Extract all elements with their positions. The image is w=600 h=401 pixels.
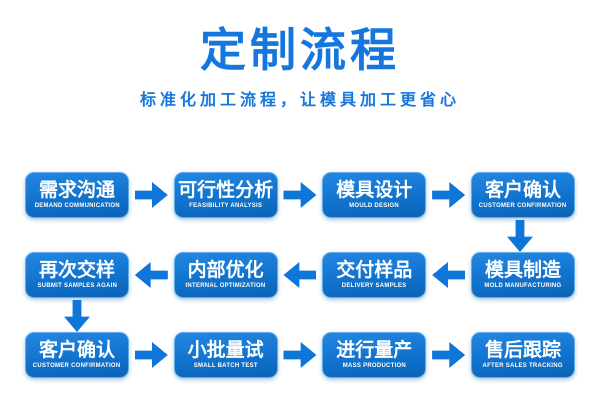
step-label-cn: 模具制造 xyxy=(484,259,561,281)
arrow-right-icon xyxy=(432,182,466,208)
step-label-en: INTERNAL OPTIMIZATION xyxy=(185,282,266,290)
step-label-cn: 客户确认 xyxy=(38,339,115,361)
step-label-cn: 进行量产 xyxy=(336,339,413,361)
step-label-en: CUSTOMER CONFIRMATION xyxy=(33,362,121,370)
step-label-en: DEMAND COMMUNICATION xyxy=(34,202,120,210)
step-label-cn: 售后跟踪 xyxy=(484,339,561,361)
arrow-down-icon xyxy=(507,220,533,252)
step-label-en: FEASIBILITY ANALYSIS xyxy=(189,202,263,210)
flow-step-delivery-samples: 交付样品 DELIVERY SAMPLES xyxy=(322,252,427,298)
step-label-en: MOLD MANUFACTURING xyxy=(484,282,562,290)
step-label-cn: 小批量试 xyxy=(187,339,264,361)
arrow-left-icon xyxy=(134,262,168,288)
flow-step-mold-manufacturing: 模具制造 MOLD MANUFACTURING xyxy=(470,252,575,298)
step-label-en: DELIVERY SAMPLES xyxy=(342,282,407,290)
flow-step-small-batch-test: 小批量试 SMALL BATCH TEST xyxy=(173,332,278,378)
arrow-right-icon xyxy=(134,182,168,208)
flow-step-demand-communication: 需求沟通 DEMAND COMMUNICATION xyxy=(25,172,129,218)
step-label-cn: 内部优化 xyxy=(187,259,264,281)
flow-step-mould-design: 模具设计 MOULD DESIGN xyxy=(322,172,427,218)
step-label-cn: 再次交样 xyxy=(38,259,115,281)
flow-row-3: 客户确认 CUSTOMER CONFIRMATION 小批量试 SMALL BA… xyxy=(25,332,575,378)
arrow-right-icon xyxy=(283,182,317,208)
step-label-en: SMALL BATCH TEST xyxy=(193,362,258,370)
step-label-en: MOULD DESIGN xyxy=(349,202,400,210)
step-label-en: CUSTOMER CONFIRMATION xyxy=(479,202,567,210)
flow-step-customer-confirmation-first: 客户确认 CUSTOMER CONFIRMATION xyxy=(470,172,575,218)
arrow-down-icon xyxy=(64,300,90,332)
flow-step-internal-optimization: 内部优化 INTERNAL OPTIMIZATION xyxy=(173,252,278,298)
step-label-cn: 交付样品 xyxy=(336,259,413,281)
arrow-left-icon xyxy=(283,262,317,288)
step-label-en: SUBMIT SAMPLES AGAIN xyxy=(37,282,117,290)
step-label-en: MASS PRODUCTION xyxy=(342,362,406,370)
step-label-cn: 可行性分析 xyxy=(178,179,274,201)
flow-step-feasibility-analysis: 可行性分析 FEASIBILITY ANALYSIS xyxy=(173,172,278,218)
arrow-right-icon xyxy=(432,342,466,368)
arrow-right-icon xyxy=(134,342,168,368)
flow-step-mass-production: 进行量产 MASS PRODUCTION xyxy=(322,332,427,378)
flow-step-after-sales-tracking: 售后跟踪 AFTER SALES TRACKING xyxy=(470,332,575,378)
step-label-cn: 模具设计 xyxy=(336,179,413,201)
flow-row-1: 需求沟通 DEMAND COMMUNICATION 可行性分析 FEASIBIL… xyxy=(25,172,575,218)
page-subtitle: 标准化加工流程，让模具加工更省心 xyxy=(139,92,460,109)
step-label-cn: 需求沟通 xyxy=(38,179,115,201)
flow-row-2: 再次交样 SUBMIT SAMPLES AGAIN 内部优化 INTERNAL … xyxy=(25,252,575,298)
flow-step-submit-samples-again: 再次交样 SUBMIT SAMPLES AGAIN xyxy=(25,252,129,298)
step-label-en: AFTER SALES TRACKING xyxy=(482,362,564,370)
arrow-left-icon xyxy=(432,262,466,288)
arrow-right-icon xyxy=(283,342,317,368)
page-title: 定制流程 xyxy=(200,24,400,76)
flow-step-customer-confirmation-second: 客户确认 CUSTOMER CONFIRMATION xyxy=(25,332,129,378)
step-label-cn: 客户确认 xyxy=(484,179,561,201)
